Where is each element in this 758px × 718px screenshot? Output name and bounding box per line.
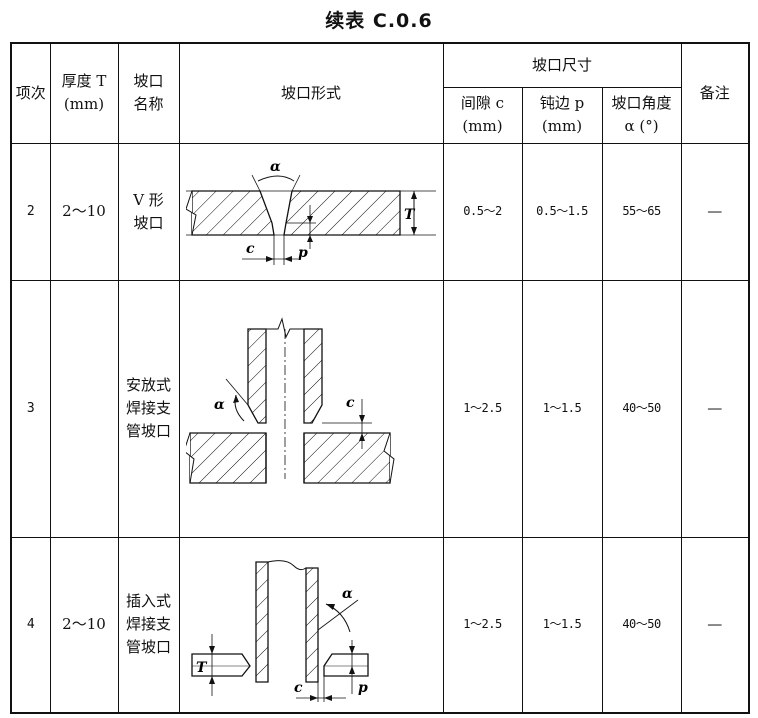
cell-groove-form: T α p c xyxy=(178,142,444,281)
cell-thickness: 2～10 xyxy=(49,142,119,281)
label-c: c xyxy=(294,680,303,696)
cell-groove-angle: 40～50 xyxy=(601,279,682,538)
cell-thickness xyxy=(49,279,119,538)
cell-item-no: 3 xyxy=(10,279,51,538)
cell-gap: 0.5～2 xyxy=(442,142,523,281)
label-c: c xyxy=(346,395,355,411)
cell-gap: 1～2.5 xyxy=(442,536,523,714)
cell-groove-name: 安放式 焊接支 管坡口 xyxy=(117,279,180,538)
label-alpha: α xyxy=(342,586,353,602)
header-item-no: 项次 xyxy=(10,42,51,144)
label-p: p xyxy=(298,245,308,261)
groove-table: 项次 厚度 T (mm) 坡口 名称 坡口形式 坡口尺寸 备注 间隙 c (mm… xyxy=(10,42,751,714)
cell-item-no: 2 xyxy=(10,142,51,281)
cell-gap: 1～2.5 xyxy=(442,279,523,538)
cell-groove-angle: 55～65 xyxy=(601,142,682,281)
cell-groove-name: 插入式 焊接支 管坡口 xyxy=(117,536,180,714)
table-row: 3 安放式 焊接支 管坡口 xyxy=(10,279,750,538)
set-on-branch-diagram: c α xyxy=(186,316,395,484)
cell-groove-form: T α c p xyxy=(178,536,444,714)
cell-groove-angle: 40～50 xyxy=(601,536,682,714)
header-thickness: 厚度 T (mm) xyxy=(49,42,119,144)
cell-remarks: — xyxy=(680,142,750,281)
cell-groove-form: c α xyxy=(178,279,444,538)
cell-root-face: 0.5～1.5 xyxy=(521,142,603,281)
cell-thickness: 2～10 xyxy=(49,536,119,714)
header-remarks: 备注 xyxy=(680,42,750,144)
cell-remarks: — xyxy=(680,536,750,714)
set-in-branch-diagram: T α c p xyxy=(191,559,369,702)
label-c: c xyxy=(246,241,255,257)
label-p: p xyxy=(358,680,368,696)
label-T: T xyxy=(196,660,208,676)
table-title: 续表 C.0.6 xyxy=(325,10,433,32)
header-gap: 间隙 c (mm) xyxy=(442,86,523,144)
header-groove-size: 坡口尺寸 xyxy=(442,42,682,88)
cell-root-face: 1～1.5 xyxy=(521,536,603,714)
header-groove-angle: 坡口角度 α (°) xyxy=(601,86,682,144)
v-groove-diagram: T α p c xyxy=(186,159,436,265)
table-row: 4 2～10 插入式 焊接支 管坡口 xyxy=(10,536,750,714)
label-T: T xyxy=(404,207,416,223)
label-alpha: α xyxy=(270,159,281,175)
header-groove-form: 坡口形式 xyxy=(178,42,444,144)
cell-root-face: 1～1.5 xyxy=(521,279,603,538)
cell-item-no: 4 xyxy=(10,536,51,714)
table-row: 2 2～10 V 形 坡口 xyxy=(10,142,750,281)
header-root-face: 钝边 p (mm) xyxy=(521,86,603,144)
cell-remarks: — xyxy=(680,279,750,538)
header-groove-name: 坡口 名称 xyxy=(117,42,180,144)
label-alpha: α xyxy=(214,397,225,413)
cell-groove-name: V 形 坡口 xyxy=(117,142,180,281)
